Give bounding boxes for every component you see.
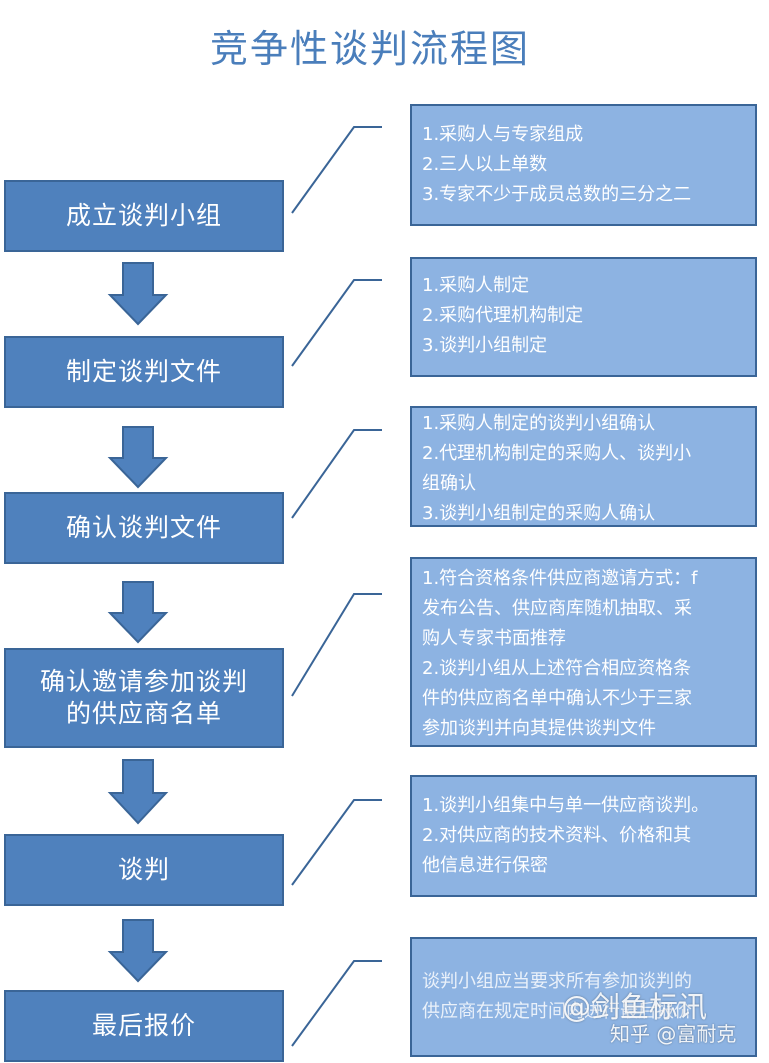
step-label: 制定谈判文件	[65, 357, 222, 386]
note-line: 1.采购人与专家组成	[422, 124, 584, 145]
note-final-quote: 谈判小组应当要求所有参加谈判的 供应商在规定时间内进行最后报价	[410, 937, 757, 1057]
note-line: 1.符合资格条件供应商邀请方式：f	[422, 568, 698, 589]
note-line: 2.代理机构制定的采购人、谈判小	[422, 443, 692, 464]
step-draft-docs: 制定谈判文件	[4, 336, 284, 408]
step-label: 成立谈判小组	[65, 201, 222, 230]
note-line: 谈判小组应当要求所有参加谈判的	[422, 971, 692, 992]
note-line: 2.对供应商的技术资料、价格和其	[422, 825, 692, 846]
down-arrow-icon	[107, 426, 169, 489]
watermark: 知乎 @富耐克	[610, 1022, 737, 1046]
note-line: 3.谈判小组制定	[422, 335, 548, 356]
note-line: 购人专家书面推荐	[422, 628, 566, 649]
step-label-line-2: 的供应商名单	[65, 699, 222, 728]
note-line: 3.谈判小组制定的采购人确认	[422, 503, 656, 524]
step-form-team: 成立谈判小组	[4, 180, 284, 252]
note-line: 参加谈判并向其提供谈判文件	[422, 718, 656, 739]
note-line: 2.谈判小组从上述符合相应资格条	[422, 658, 692, 679]
step-label: 最后报价	[91, 1011, 196, 1040]
step-negotiate: 谈判	[4, 834, 284, 906]
connector-line	[291, 593, 382, 697]
step-label-line-1: 确认邀请参加谈判	[39, 667, 248, 696]
note-line: 1.谈判小组集中与单一供应商谈判。	[422, 795, 710, 816]
note-line: 1.采购人制定的谈判小组确认	[422, 413, 656, 434]
note-confirm-docs: 1.采购人制定的谈判小组确认 2.代理机构制定的采购人、谈判小 组确认 3.谈判…	[410, 406, 757, 527]
down-arrow-icon	[107, 262, 169, 326]
note-line: 组确认	[422, 473, 476, 494]
down-arrow-icon	[107, 919, 169, 983]
step-label: 确认谈判文件	[65, 513, 222, 542]
step-confirm-docs: 确认谈判文件	[4, 492, 284, 564]
connector-line	[291, 126, 382, 214]
connector-line	[291, 799, 382, 886]
note-negotiate: 1.谈判小组集中与单一供应商谈判。 2.对供应商的技术资料、价格和其 他信息进行…	[410, 775, 757, 897]
note-line: 供应商在规定时间内进行最后报价	[422, 1001, 692, 1022]
step-final-quote: 最后报价	[4, 990, 284, 1062]
step-label: 谈判	[117, 855, 170, 884]
connector-line	[291, 429, 382, 519]
connector-line	[291, 960, 382, 1047]
down-arrow-icon	[107, 581, 169, 644]
connector-line	[291, 279, 382, 367]
step-confirm-suppliers: 确认邀请参加谈判 的供应商名单	[4, 648, 284, 748]
note-line: 他信息进行保密	[422, 855, 548, 876]
note-line: 发布公告、供应商库随机抽取、采	[422, 598, 692, 619]
down-arrow-icon	[107, 759, 169, 825]
note-form-team: 1.采购人与专家组成 2.三人以上单数 3.专家不少于成员总数的三分之二	[410, 104, 757, 226]
watermark: @剑鱼标讯	[562, 990, 708, 1024]
page-title: 竞争性谈判流程图	[209, 27, 530, 71]
note-line: 3.专家不少于成员总数的三分之二	[422, 184, 692, 205]
note-line: 2.三人以上单数	[422, 154, 548, 175]
note-confirm-suppliers: 1.符合资格条件供应商邀请方式：f 发布公告、供应商库随机抽取、采 购人专家书面…	[410, 557, 757, 747]
note-line: 2.采购代理机构制定	[422, 305, 584, 326]
note-line: 1.采购人制定	[422, 275, 530, 296]
note-line: 件的供应商名单中确认不少于三家	[422, 688, 692, 709]
note-draft-docs: 1.采购人制定 2.采购代理机构制定 3.谈判小组制定	[410, 257, 757, 377]
